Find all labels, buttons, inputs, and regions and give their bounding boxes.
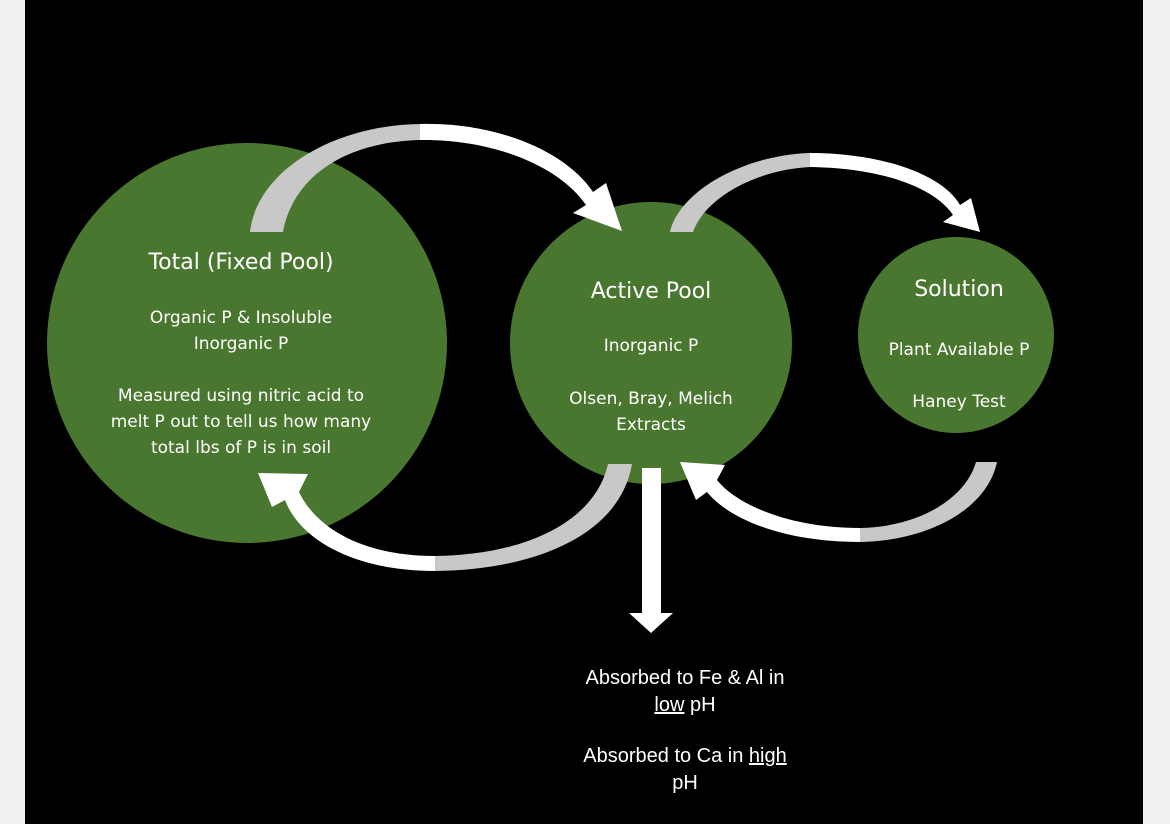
arrow-down bbox=[629, 468, 673, 633]
total-pool-line1: Organic P & Insoluble bbox=[150, 308, 332, 328]
phosphorus-pools-diagram: Total (Fixed Pool) Organic P & Insoluble… bbox=[47, 123, 1054, 633]
solution-title: Solution bbox=[914, 277, 1004, 302]
slide-canvas: Total (Fixed Pool) Organic P & Insoluble… bbox=[25, 0, 1143, 824]
low-ph-line1: Absorbed to Fe & Al in bbox=[585, 667, 785, 689]
active-pool-circle bbox=[510, 202, 792, 484]
high-ph-note: Absorbed to Ca in high pH bbox=[525, 743, 845, 797]
arrow-active-to-total bbox=[258, 464, 632, 571]
high-ph-line1: Absorbed to Ca in high bbox=[525, 743, 845, 770]
active-pool-line3: Extracts bbox=[616, 415, 686, 435]
arrow-active-to-solution bbox=[670, 153, 980, 232]
total-pool-circle bbox=[47, 143, 447, 543]
active-pool-title: Active Pool bbox=[591, 279, 712, 304]
active-pool-line2: Olsen, Bray, Melich bbox=[569, 389, 733, 409]
high-emphasis: high bbox=[748, 745, 787, 767]
arrow-total-to-active bbox=[250, 123, 622, 232]
solution-line2: Haney Test bbox=[912, 392, 1006, 412]
solution-line1: Plant Available P bbox=[889, 340, 1030, 360]
total-pool-title: Total (Fixed Pool) bbox=[147, 250, 333, 275]
low-ph-line2: low pH bbox=[525, 692, 845, 719]
low-ph-tail: pH bbox=[684, 694, 716, 716]
low-emphasis: low bbox=[654, 694, 685, 716]
active-pool-line1: Inorganic P bbox=[604, 336, 699, 356]
total-pool-line4: melt P out to tell us how many bbox=[111, 412, 372, 432]
total-pool-line2: Inorganic P bbox=[194, 334, 289, 354]
total-pool-line5: total lbs of P is in soil bbox=[151, 438, 331, 458]
total-pool-line3: Measured using nitric acid to bbox=[118, 386, 364, 406]
solution-circle bbox=[858, 237, 1054, 433]
low-ph-note: Absorbed to Fe & Al in low pH bbox=[525, 665, 845, 719]
high-ph-line2: pH bbox=[672, 772, 698, 794]
high-ph-lead: Absorbed to Ca in bbox=[583, 745, 749, 767]
arrow-solution-to-active bbox=[680, 462, 997, 542]
